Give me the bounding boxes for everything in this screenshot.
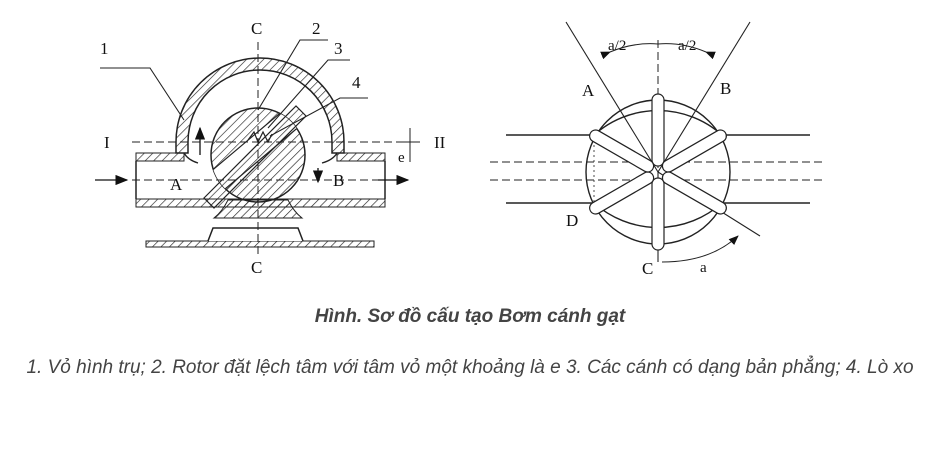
label-2: 2 (312, 19, 321, 38)
figure-caption-title: Hình. Sơ đồ cấu tạo Bơm cánh gạt (314, 306, 626, 327)
label-c-top: C (251, 19, 262, 38)
figure-caption-description: 1. Vỏ hình trụ; 2. Rotor đặt lệch tâm vớ… (26, 357, 914, 378)
flow-arrows (95, 126, 410, 186)
pump-cross-section: C C 1 2 3 4 I II A B e (95, 19, 446, 277)
label-b-outlet: B (333, 171, 344, 190)
label-a-inlet: A (170, 175, 183, 194)
label-a-half-left: a/2 (608, 38, 626, 54)
label-ii: II (434, 133, 446, 152)
label-angle-a: a (700, 260, 707, 276)
vane-schematic: a/2 a/2 A B D C a (490, 21, 822, 278)
axis-lines (132, 42, 420, 258)
label-c-bottom: C (251, 258, 262, 277)
vanes (589, 93, 727, 251)
leader-lines (100, 39, 368, 137)
label-b: B (720, 79, 731, 98)
label-d: D (566, 211, 578, 230)
label-1: 1 (100, 39, 109, 58)
pump-casing (175, 57, 345, 164)
dimension-arcs (600, 43, 739, 263)
label-e: e (398, 150, 405, 166)
label-c: C (642, 259, 653, 278)
vane-pump-diagram: C C 1 2 3 4 I II A B e (95, 19, 822, 278)
label-3: 3 (334, 39, 343, 58)
rotor (203, 105, 307, 209)
label-i: I (104, 133, 110, 152)
label-4: 4 (352, 73, 361, 92)
label-a-half-right: a/2 (678, 38, 696, 54)
label-a: A (582, 81, 595, 100)
